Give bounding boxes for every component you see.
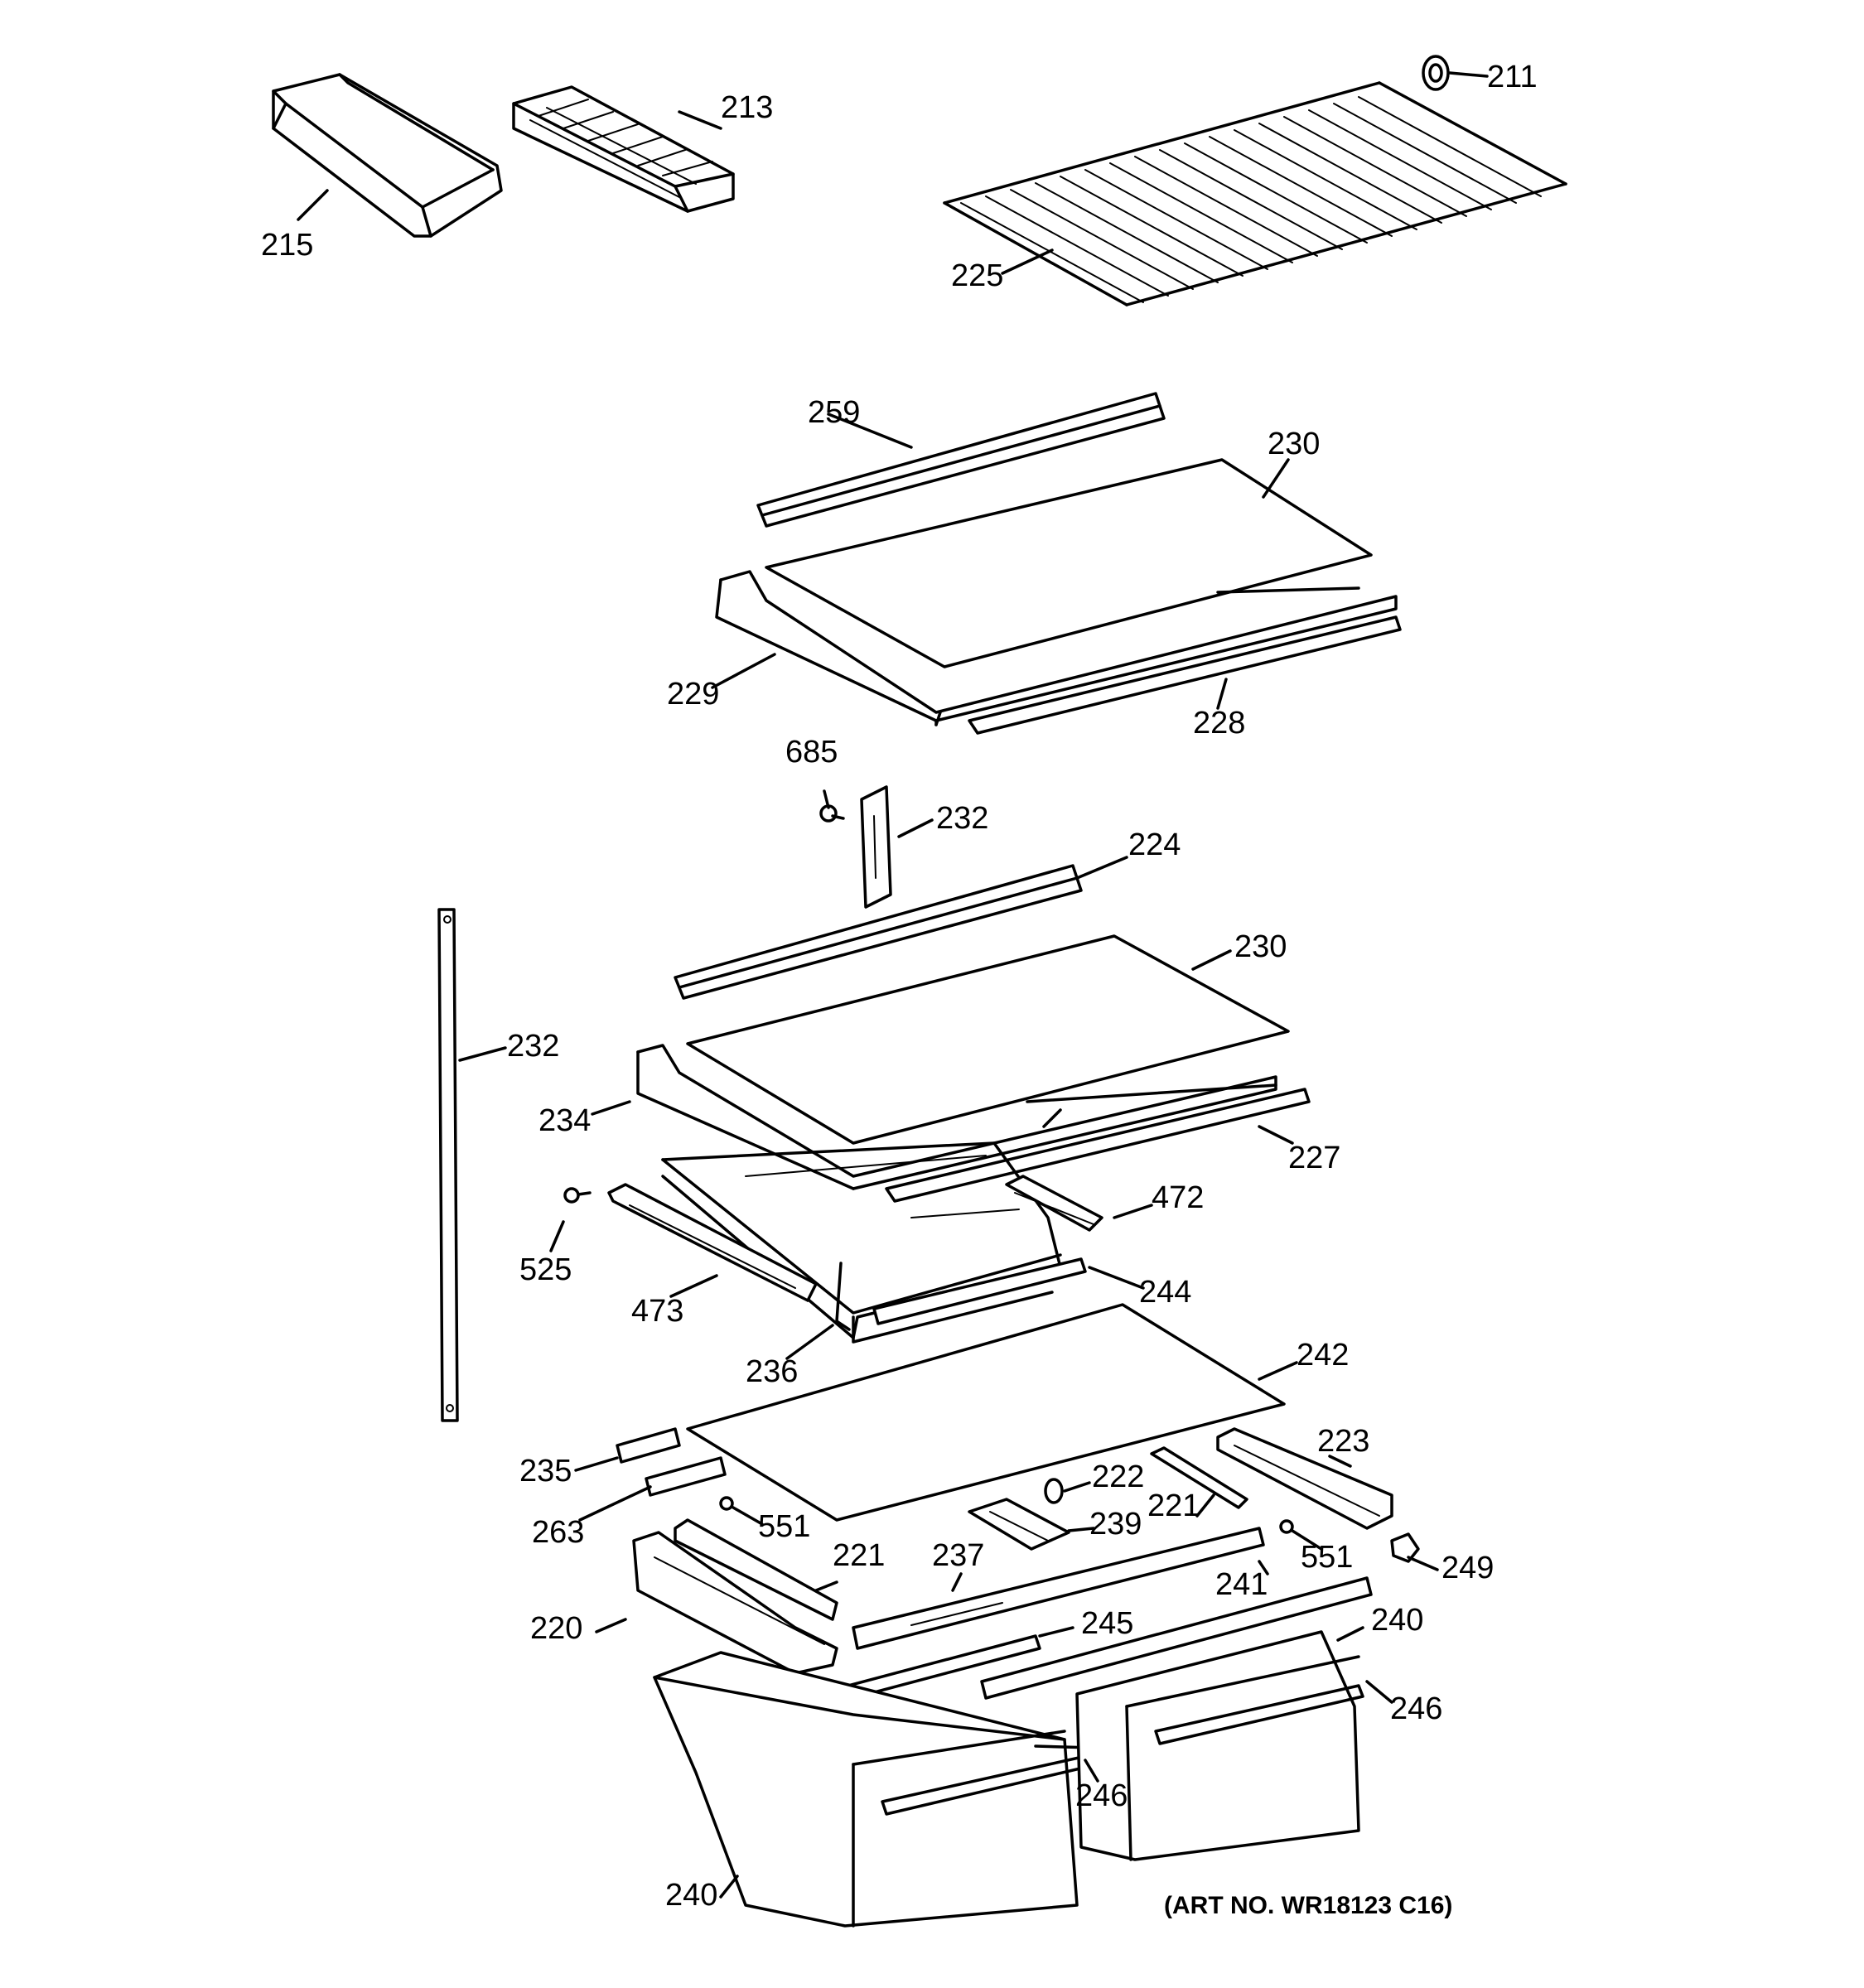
- part-221-rail-right: [1150, 1446, 1248, 1509]
- part-228-trim: [968, 615, 1402, 735]
- callout-221-right: 221: [1147, 1489, 1200, 1523]
- callout-221-left: 221: [833, 1538, 885, 1573]
- part-232-upright-short: [860, 785, 892, 909]
- callout-232-upper: 232: [936, 801, 988, 836]
- part-227-trim: [885, 1088, 1311, 1203]
- part-230-glass-middle: [686, 934, 1290, 1145]
- callout-525: 525: [519, 1252, 572, 1287]
- part-220-bracket: [632, 1531, 838, 1675]
- callout-551-right: 551: [1301, 1540, 1353, 1575]
- callout-222: 222: [1092, 1460, 1144, 1494]
- callout-213: 213: [721, 90, 773, 125]
- callout-551-left: 551: [758, 1509, 810, 1544]
- callout-224: 224: [1128, 828, 1181, 862]
- part-473-slide: [607, 1183, 818, 1302]
- callout-230-middle: 230: [1234, 929, 1287, 964]
- callout-239: 239: [1089, 1507, 1142, 1542]
- callout-225: 225: [951, 258, 1003, 293]
- callout-227: 227: [1288, 1141, 1340, 1175]
- callout-240-right: 240: [1371, 1603, 1423, 1638]
- callout-234: 234: [538, 1103, 591, 1138]
- part-237-rail: [852, 1527, 1265, 1650]
- callout-259: 259: [808, 395, 860, 430]
- art-number: (ART NO. WR18123 C16): [1164, 1892, 1452, 1919]
- part-230-glass-upper: [765, 458, 1373, 668]
- part-215-door-bin: [272, 73, 503, 238]
- part-224-trim: [674, 864, 1083, 1000]
- part-525-screw: [563, 1187, 592, 1204]
- part-551-screw-left: [719, 1496, 734, 1511]
- callout-223: 223: [1317, 1424, 1369, 1459]
- part-221-rail-left: [674, 1518, 838, 1621]
- callout-211: 211: [1487, 60, 1538, 94]
- callout-246-right: 246: [1390, 1691, 1442, 1726]
- callout-472: 472: [1152, 1180, 1204, 1215]
- part-223-slide: [1216, 1427, 1393, 1530]
- part-222-part: [1044, 1478, 1064, 1504]
- callout-236: 236: [746, 1354, 798, 1389]
- callout-240-left: 240: [665, 1878, 717, 1913]
- callout-228: 228: [1193, 706, 1245, 741]
- callout-249: 249: [1441, 1551, 1494, 1585]
- part-211-clip: [1422, 55, 1450, 91]
- callout-232-long: 232: [507, 1029, 559, 1064]
- callout-229: 229: [667, 677, 719, 712]
- callout-263: 263: [532, 1515, 584, 1550]
- part-239-bracket: [968, 1498, 1070, 1551]
- callout-242: 242: [1297, 1338, 1349, 1373]
- part-225-wire-shelf: [943, 81, 1567, 306]
- part-229-shelf-frame: [715, 570, 1398, 726]
- part-213-ice-tray: [512, 85, 735, 213]
- callout-labels: 211 213 215 225 259 230 229 228 685 232 …: [261, 60, 1538, 1919]
- callout-237: 237: [932, 1538, 984, 1573]
- callout-246-left: 246: [1075, 1778, 1128, 1813]
- part-249-part: [1390, 1532, 1420, 1563]
- part-551-screw-right: [1279, 1519, 1294, 1534]
- callout-230-upper: 230: [1268, 427, 1320, 461]
- part-685-screw: [819, 804, 845, 823]
- callout-215: 215: [261, 228, 313, 263]
- part-235-bracket: [616, 1427, 681, 1464]
- callout-220: 220: [530, 1611, 582, 1646]
- callout-241: 241: [1215, 1567, 1268, 1602]
- callout-244: 244: [1139, 1275, 1191, 1310]
- callout-235: 235: [519, 1454, 572, 1489]
- part-240-crisper-drawer-right: [1075, 1630, 1364, 1861]
- callout-473: 473: [631, 1294, 683, 1329]
- part-263-bracket: [645, 1456, 727, 1497]
- part-232-upright-long: [437, 908, 459, 1422]
- part-240-crisper-drawer-left: [653, 1651, 1099, 1928]
- part-241-rail: [980, 1576, 1373, 1700]
- part-472-slide: [1005, 1175, 1103, 1232]
- leader-lines: [297, 71, 1489, 1899]
- part-234-shelf-frame: [636, 1044, 1277, 1190]
- part-244-trim: [872, 1257, 1087, 1325]
- callout-685: 685: [785, 735, 838, 770]
- part-242-glass-lower: [686, 1303, 1286, 1522]
- callout-245: 245: [1081, 1606, 1133, 1641]
- part-259-trim: [756, 392, 1166, 528]
